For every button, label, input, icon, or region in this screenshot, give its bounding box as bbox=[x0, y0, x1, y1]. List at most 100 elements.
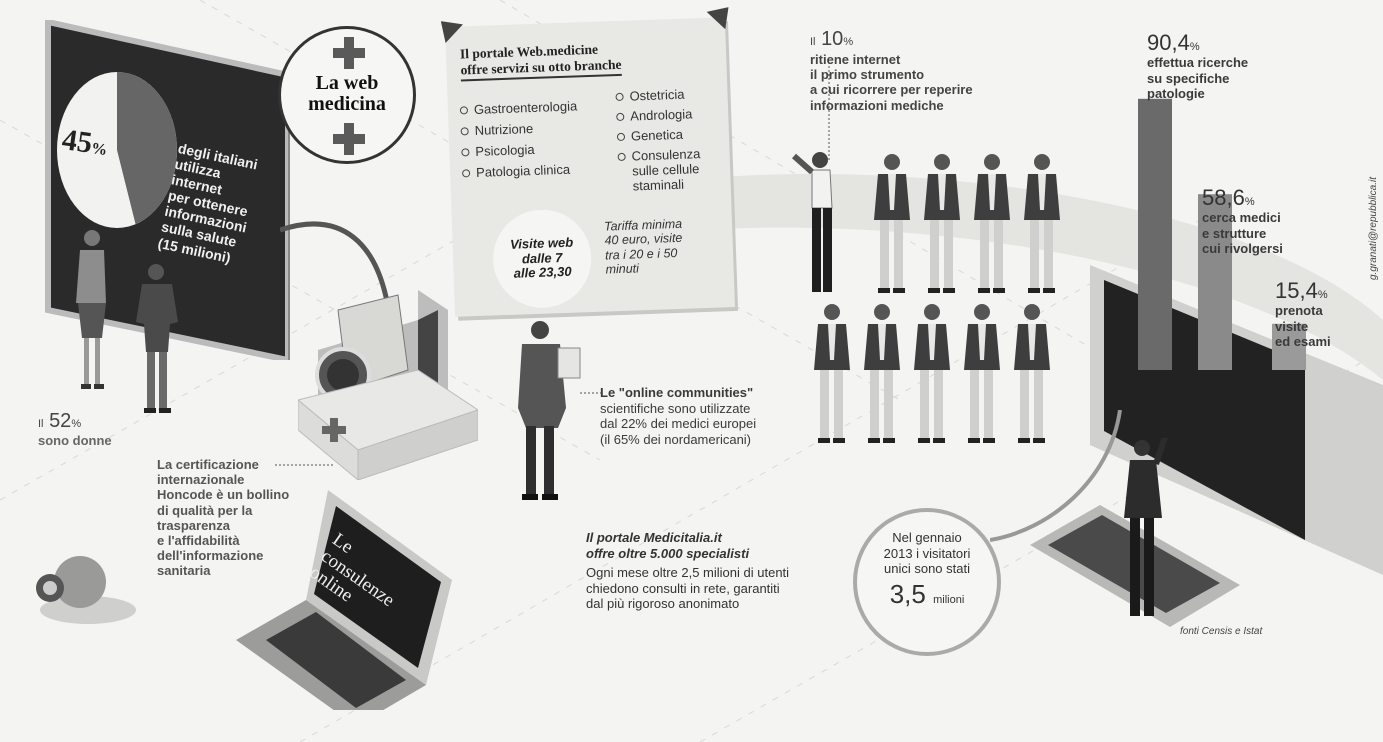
internet-first-value: 10 bbox=[821, 28, 844, 50]
branch-item: Nutrizione bbox=[460, 119, 578, 138]
visitors-unit: milioni bbox=[933, 593, 965, 606]
title-badge: La web medicina bbox=[278, 26, 416, 164]
medicitalia-block: Il portale Medicitalia.it offre oltre 5.… bbox=[586, 530, 789, 612]
visits-line: alle 23,30 bbox=[513, 264, 572, 282]
pie-slice-45 bbox=[117, 72, 178, 225]
page-title-line2: medicina bbox=[308, 93, 386, 115]
certification-line: La certificazione bbox=[157, 457, 259, 472]
branch-item: Consulenza sulle cellule staminali bbox=[617, 145, 729, 194]
certification-line: sanitaria bbox=[157, 563, 211, 579]
internet-first-line: ritiene internet bbox=[810, 51, 901, 67]
stat-bar bbox=[1198, 194, 1232, 370]
stat-bar bbox=[1138, 98, 1172, 371]
women-unit: % bbox=[71, 418, 82, 430]
branch-item: Psicologia bbox=[461, 140, 579, 159]
medicitalia-title-line: Il portale Medicitalia.it bbox=[586, 530, 722, 545]
folder-box-icon bbox=[298, 290, 478, 480]
stat-line: prenota bbox=[1275, 303, 1323, 319]
branch-item: Gastroenterologia bbox=[459, 98, 577, 117]
certification-line: e l'affidabilità bbox=[157, 533, 240, 549]
pin-icon bbox=[440, 21, 463, 43]
visitors-line: Nel gennaio bbox=[892, 530, 962, 545]
connector-arc bbox=[280, 221, 393, 321]
certification-line: di qualità per la bbox=[157, 502, 253, 518]
stat-line: ed esami bbox=[1275, 334, 1331, 350]
stat-unit: % bbox=[1189, 41, 1200, 53]
stat-line: visite bbox=[1275, 318, 1309, 334]
women-prefix: Il bbox=[38, 418, 44, 430]
pin-icon bbox=[706, 7, 729, 30]
person-icon bbox=[1024, 154, 1060, 293]
services-note: Il portale Web.medicine offre servizi su… bbox=[440, 7, 735, 317]
visits-hours-badge: Visite web dalle 7 alle 23,30 bbox=[491, 208, 593, 310]
stat-line: e strutture bbox=[1202, 225, 1267, 241]
stat-line: su specifiche bbox=[1147, 70, 1230, 86]
pointing-man-icon bbox=[792, 152, 833, 292]
visitors-line: unici sono stati bbox=[884, 561, 970, 577]
internet-first-prefix: Il bbox=[810, 36, 816, 48]
woman-figure-icon bbox=[76, 230, 106, 389]
stat-line: cerca medici bbox=[1202, 210, 1281, 226]
internet-first-unit: % bbox=[843, 36, 854, 48]
internet-first-line: informazioni mediche bbox=[810, 97, 944, 113]
stat-unit: % bbox=[1317, 289, 1328, 301]
person-icon bbox=[874, 154, 910, 293]
person-icon bbox=[864, 304, 900, 443]
communities-line: Le "online communities" bbox=[600, 385, 754, 400]
visitors-value: 3,5 bbox=[889, 578, 926, 609]
women-label: sono donne bbox=[38, 433, 112, 448]
certification-line: Honcode è un bollino bbox=[157, 487, 290, 503]
certification-line: internazionale bbox=[157, 472, 245, 488]
man-at-monitor-icon bbox=[1124, 438, 1168, 616]
red-cross-icon bbox=[333, 123, 365, 155]
internet-first-stat: Il 10% ritiene internet il primo strumen… bbox=[810, 28, 973, 113]
medicitalia-body-line: Ogni mese oltre 2,5 milioni di utenti bbox=[586, 565, 790, 581]
board-percentage: 45% bbox=[60, 123, 110, 163]
man-figure-icon bbox=[136, 264, 178, 413]
branches-left: Gastroenterologia Nutrizione Psicologia … bbox=[459, 98, 580, 180]
stat-block-1: 58,6% cerca medici e strutture cui rivol… bbox=[1202, 185, 1283, 257]
laptop-icon bbox=[236, 490, 452, 710]
fee-text: Tariffa minima 40 euro, visite tra i 20 … bbox=[604, 217, 684, 277]
certification-text: La certificazione internazionale Honcode… bbox=[157, 457, 289, 579]
board-percentage-unit: % bbox=[90, 140, 109, 160]
pie-chart-45 bbox=[57, 72, 178, 228]
branch-item: Ostetricia bbox=[615, 85, 725, 104]
branch-item: Patologia clinica bbox=[462, 161, 580, 180]
women-value: 52 bbox=[49, 410, 72, 432]
page-title: La web medicina bbox=[281, 73, 413, 115]
person-icon bbox=[914, 304, 950, 443]
medicitalia-title-line: offre oltre 5.000 specialisti bbox=[586, 545, 750, 561]
stat-line: patologie bbox=[1147, 86, 1205, 102]
dotted-leader-line bbox=[275, 464, 335, 466]
visitors-line: 2013 i visitatori bbox=[883, 545, 971, 561]
dotted-leader-line bbox=[580, 392, 602, 394]
webcam-icon bbox=[36, 556, 136, 624]
visitors-connector bbox=[990, 410, 1122, 542]
medicitalia-body-line: dal più rigoroso anonimato bbox=[586, 596, 740, 612]
branch-item: Genetica bbox=[616, 125, 727, 144]
dotted-leader-line bbox=[828, 62, 830, 162]
internet-first-line: a cui ricorrere per reperire bbox=[810, 82, 973, 98]
person-icon bbox=[974, 154, 1010, 293]
internet-first-line: il primo strumento bbox=[810, 66, 925, 82]
stat-line: cui rivolgersi bbox=[1202, 241, 1283, 257]
women-stat: Il 52% sono donne bbox=[38, 410, 112, 449]
branch-item: Andrologia bbox=[616, 105, 726, 124]
stat-block-2: 15,4% prenota visite ed esami bbox=[1275, 278, 1331, 350]
certification-line: trasparenza bbox=[157, 517, 230, 533]
communities-line: dal 22% dei medici europei bbox=[600, 416, 757, 432]
person-icon bbox=[814, 304, 850, 443]
stat-block-0: 90,4% effettua ricerche su specifiche pa… bbox=[1147, 30, 1248, 102]
source-note: fonti Censis e Istat bbox=[1180, 626, 1263, 637]
stat-bars bbox=[1138, 98, 1306, 371]
communities-line: scientifiche sono utilizzate bbox=[600, 400, 751, 416]
author-credit: g.granati@repubblica.it bbox=[1368, 177, 1379, 280]
person-icon bbox=[964, 304, 1000, 443]
communities-line: (il 65% dei nordamericani) bbox=[600, 431, 752, 447]
stat-value: 58,6 bbox=[1202, 185, 1245, 210]
page-title-line1: La web bbox=[315, 72, 379, 94]
visitors-badge: Nel gennaio 2013 i visitatori unici sono… bbox=[853, 508, 1001, 656]
stat-value: 15,4 bbox=[1275, 278, 1318, 303]
branches-right: Ostetricia Andrologia Genetica Consulenz… bbox=[615, 85, 729, 194]
